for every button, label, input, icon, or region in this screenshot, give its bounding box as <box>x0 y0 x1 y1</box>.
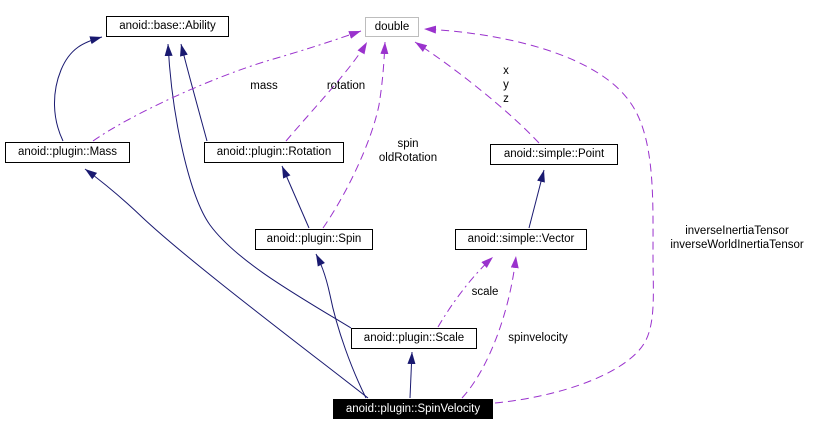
edge-rotation-to-double <box>285 41 368 142</box>
edge-label-inverse-inertia-tensors: inverseInertiaTensor inverseWorldInertia… <box>670 225 804 251</box>
edge-mass-to-ability <box>54 36 103 142</box>
edge-spinvelocity-to-double <box>423 25 654 404</box>
edge-scale-to-ability <box>164 43 352 329</box>
node-anoid-plugin-rotation[interactable]: anoid::plugin::Rotation <box>204 142 344 163</box>
edge-label-scale: scale <box>471 286 499 298</box>
edge-label-mass: mass <box>250 80 278 92</box>
node-anoid-plugin-spin[interactable]: anoid::plugin::Spin <box>255 229 373 250</box>
node-anoid-simple-point[interactable]: anoid::simple::Point <box>490 144 618 165</box>
edge-spinvelocity-to-spin <box>315 253 367 399</box>
node-anoid-plugin-scale[interactable]: anoid::plugin::Scale <box>351 328 477 349</box>
edge-mass-to-double <box>92 30 362 142</box>
edge-spin-to-double <box>322 41 389 229</box>
edge-point-to-double <box>414 41 540 144</box>
edge-spin-to-rotation <box>281 165 310 229</box>
edge-label-spin-oldrotation: spin oldRotation <box>378 138 438 164</box>
node-anoid-simple-vector[interactable]: anoid::simple::Vector <box>455 229 587 250</box>
edge-spinvelocity-to-vector <box>461 255 519 399</box>
edge-vector-to-point <box>528 169 545 229</box>
edge-label-rotation: rotation <box>326 80 366 92</box>
edge-label-spinvelocity: spinvelocity <box>508 332 568 344</box>
edge-rotation-to-ability <box>180 43 208 142</box>
edge-label-x-y-z: x y z <box>503 65 509 105</box>
node-anoid-plugin-spinvelocity[interactable]: anoid::plugin::SpinVelocity <box>333 399 493 419</box>
edge-spinvelocity-to-mass <box>84 168 369 399</box>
node-double[interactable]: double <box>365 17 419 37</box>
node-anoid-base-ability[interactable]: anoid::base::Ability <box>106 16 229 37</box>
edge-spinvelocity-to-scale <box>407 351 416 399</box>
node-anoid-plugin-mass[interactable]: anoid::plugin::Mass <box>5 142 130 163</box>
